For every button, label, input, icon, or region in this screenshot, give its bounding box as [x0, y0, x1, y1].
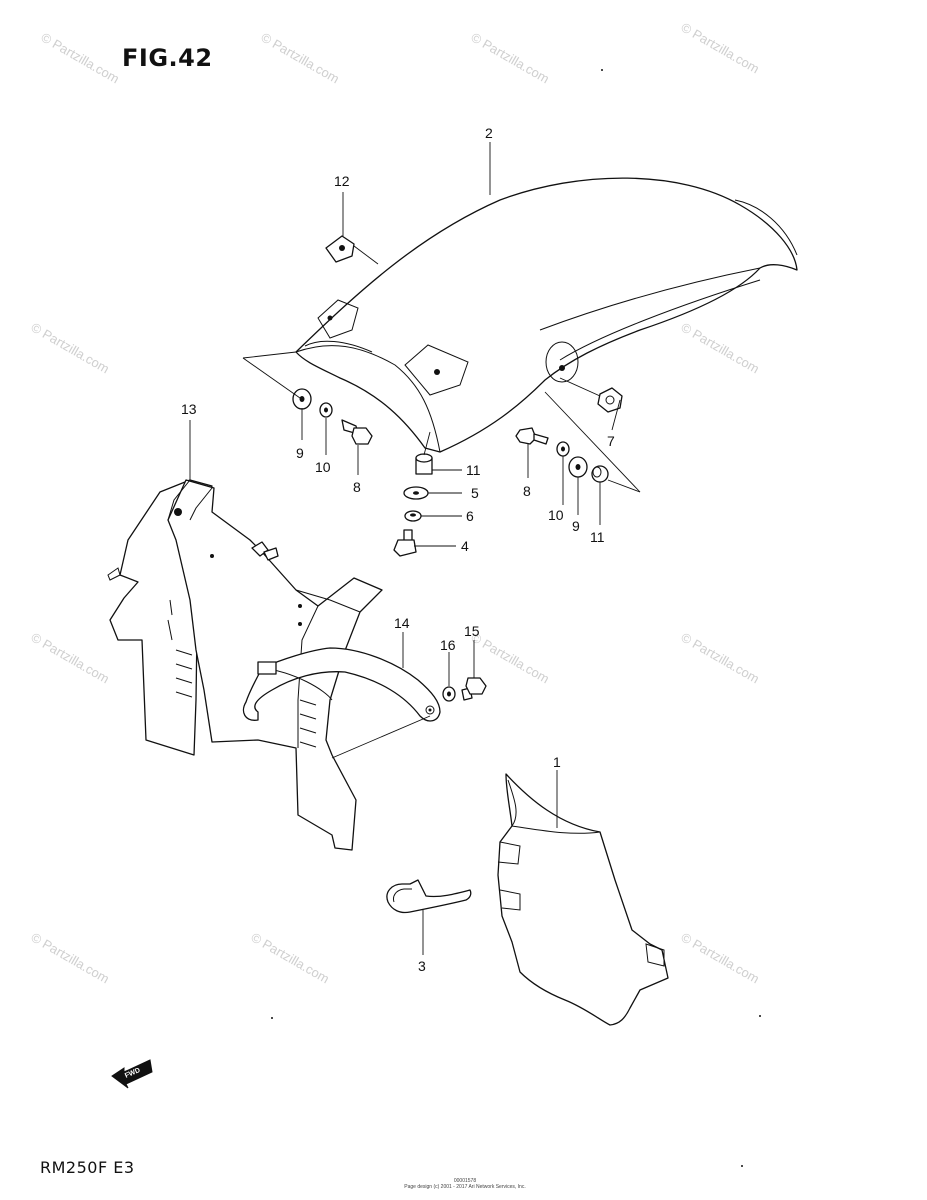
watermark-text: © Partzilla.com: [469, 30, 552, 87]
fwd-arrow-icon: FWD: [111, 1059, 153, 1089]
model-code: RM250F E3: [40, 1158, 135, 1177]
part-5-washer-center[interactable]: [403, 486, 429, 500]
copyright-notice: 00001578 Page design (c) 2001 - 2017 Ari…: [400, 1178, 530, 1190]
watermark-text: © Partzilla.com: [679, 20, 762, 77]
callout-13: 13: [181, 401, 197, 417]
part-1-side-cover[interactable]: [497, 773, 669, 1026]
watermark-text: © Partzilla.com: [679, 930, 762, 987]
watermark-text: © Partzilla.com: [29, 320, 112, 377]
callout-11: 11: [590, 529, 605, 545]
part-11-collar-right[interactable]: [591, 465, 609, 483]
watermark-text: © Partzilla.com: [29, 930, 112, 987]
part-8-bolt-right[interactable]: [515, 427, 549, 445]
part-4-bolt-center[interactable]: [393, 529, 417, 557]
part-9-washer-left[interactable]: [292, 388, 312, 410]
callout-16: 16: [440, 637, 456, 653]
leader-lines: [189, 142, 641, 955]
part-3-band[interactable]: [386, 879, 472, 914]
watermark-text: © Partzilla.com: [259, 30, 342, 87]
callout-1: 1: [553, 754, 561, 770]
callout-15: 15: [464, 623, 480, 639]
figure-title: FIG.42: [122, 44, 213, 72]
callout-12: 12: [334, 173, 350, 189]
watermark-text: © Partzilla.com: [679, 320, 762, 377]
part-9-washer-right[interactable]: [568, 456, 588, 478]
part-12-clip-nut[interactable]: [325, 235, 355, 263]
callout-8: 8: [353, 479, 361, 495]
part-7-nut[interactable]: [597, 387, 623, 413]
callout-11: 11: [466, 462, 481, 478]
callout-14: 14: [394, 615, 410, 631]
callout-8: 8: [523, 483, 531, 499]
part-15-bolt[interactable]: [461, 677, 487, 701]
part-10-lock-washer-left[interactable]: [319, 402, 333, 418]
callout-3: 3: [418, 958, 426, 974]
callout-9: 9: [296, 445, 304, 461]
part-11-collar-center[interactable]: [415, 453, 433, 475]
part-10-lock-washer-right[interactable]: [556, 441, 570, 457]
callout-2: 2: [485, 125, 493, 141]
part-14-bracket[interactable]: [242, 647, 441, 722]
watermark-text: © Partzilla.com: [469, 630, 552, 687]
watermark-text: © Partzilla.com: [249, 930, 332, 987]
watermark-text: © Partzilla.com: [679, 630, 762, 687]
callout-9: 9: [572, 518, 580, 534]
callout-numbers: 2 12 13 9 10 8 11 5 6 4 7 8 10 9 11 14 1…: [181, 125, 615, 974]
part-8-bolt-left[interactable]: [341, 419, 373, 445]
callout-7: 7: [607, 433, 615, 449]
callout-4: 4: [461, 538, 469, 554]
scan-specks: [271, 69, 761, 1167]
watermark-text: © Partzilla.com: [39, 30, 122, 87]
callout-10: 10: [548, 507, 564, 523]
part-6-lock-washer-center[interactable]: [404, 510, 422, 522]
callout-5: 5: [471, 485, 479, 501]
copyright-line-1: 00001578: [453, 1178, 477, 1184]
callout-6: 6: [466, 508, 474, 524]
copyright-line-2: Page design (c) 2001 - 2017 Ari Network …: [404, 1184, 526, 1190]
watermark-layer: © Partzilla.com © Partzilla.com © Partzi…: [29, 20, 762, 987]
watermark-text: © Partzilla.com: [29, 630, 112, 687]
part-16-washer[interactable]: [442, 686, 456, 702]
callout-10: 10: [315, 459, 331, 475]
part-2-rear-fender[interactable]: [295, 177, 798, 453]
